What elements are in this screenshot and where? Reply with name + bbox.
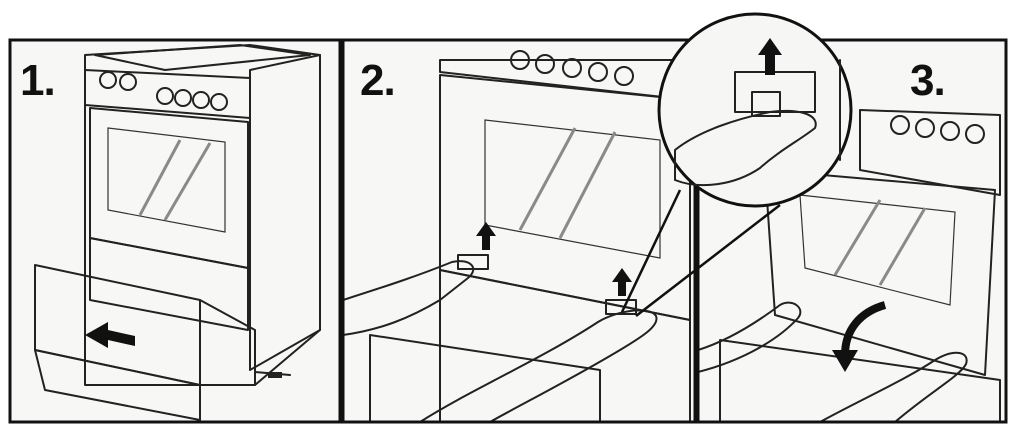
step-3-number: 3. <box>910 56 945 105</box>
step-2-panel: 2. <box>343 40 695 422</box>
step-1-number: 1. <box>20 56 55 105</box>
step-1-panel: 1. <box>10 40 340 422</box>
step-2-number: 2. <box>360 56 395 105</box>
